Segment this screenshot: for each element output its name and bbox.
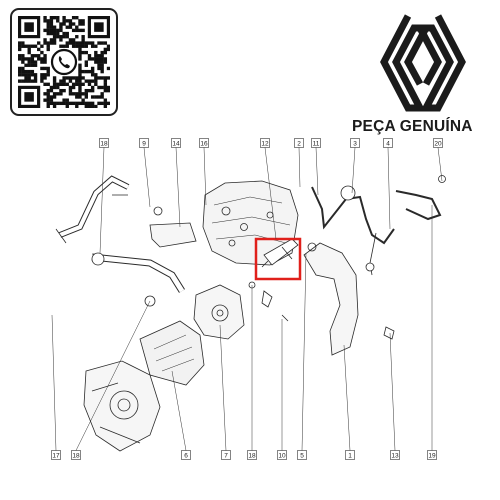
callout-number: 3 <box>353 140 357 147</box>
flange <box>193 284 245 340</box>
whatsapp-phone-icon <box>58 56 70 69</box>
egr-pipe <box>311 186 395 245</box>
callout-number: 18 <box>100 140 108 147</box>
callout-top-0: 18 <box>99 138 109 148</box>
callout-number: 16 <box>200 140 208 147</box>
callout-number: 4 <box>386 140 390 147</box>
callout-number: 18 <box>248 452 256 459</box>
callout-bottom-9: 19 <box>427 450 437 460</box>
callout-bottom-8: 13 <box>390 450 400 460</box>
callout-top-6: 11 <box>311 138 321 148</box>
callout-number: 19 <box>428 452 436 459</box>
qr-code[interactable] <box>10 8 118 116</box>
callout-number: 11 <box>313 140 320 147</box>
bracket <box>149 222 197 248</box>
highlight-box <box>254 237 302 281</box>
callout-top-5: 2 <box>294 138 304 148</box>
callout-bottom-0: 17 <box>51 450 61 460</box>
callout-top-2: 14 <box>171 138 181 148</box>
callout-top-1: 9 <box>139 138 149 148</box>
injector-part <box>263 238 299 266</box>
support-bracket <box>303 242 359 356</box>
callout-number: 5 <box>300 452 304 459</box>
callout-bottom-3: 7 <box>221 450 231 460</box>
genuine-part-label: PEÇA GENUÍNA <box>352 118 473 135</box>
callout-number: 12 <box>261 140 269 147</box>
callout-top-4: 12 <box>260 138 270 148</box>
callout-bottom-7: 1 <box>345 450 355 460</box>
callout-top-8: 4 <box>383 138 393 148</box>
callout-number: 9 <box>142 140 146 147</box>
callout-number: 18 <box>72 452 80 459</box>
callout-number: 2 <box>297 140 301 147</box>
callout-bottom-2: 6 <box>181 450 191 460</box>
renault-diamond-logo <box>380 14 466 112</box>
callout-number: 7 <box>224 452 228 459</box>
return-pipe <box>395 190 442 221</box>
callout-number: 1 <box>348 452 352 459</box>
qr-code-pattern <box>18 16 110 108</box>
callout-top-3: 16 <box>199 138 209 148</box>
callout-bottom-5: 10 <box>277 450 287 460</box>
callout-top-9: 20 <box>433 138 443 148</box>
callout-number: 13 <box>391 452 399 459</box>
whatsapp-icon <box>50 48 78 76</box>
callout-number: 17 <box>52 452 60 459</box>
callout-number: 20 <box>434 140 442 147</box>
callout-number: 14 <box>172 140 180 147</box>
callout-top-7: 3 <box>350 138 360 148</box>
callout-bottom-6: 5 <box>297 450 307 460</box>
callout-bottom-1: 18 <box>71 450 81 460</box>
callout-number: 6 <box>184 452 188 459</box>
callout-bottom-4: 18 <box>247 450 257 460</box>
callout-number: 10 <box>278 452 286 459</box>
exhaust-manifold <box>83 360 161 452</box>
